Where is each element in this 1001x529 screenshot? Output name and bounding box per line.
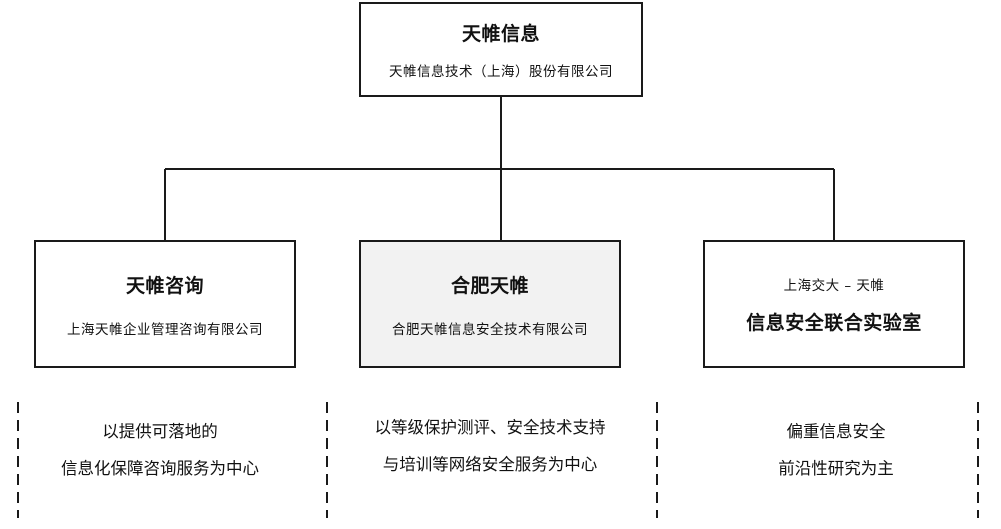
branch-title: 合肥天帷 xyxy=(450,274,529,297)
branch-title: 天帷咨询 xyxy=(125,274,204,297)
description-line: 信息化保障咨询服务为中心 xyxy=(61,459,259,478)
branch-subtitle: 上海交大 – 天帷 xyxy=(783,277,885,294)
branch-subtitle: 合肥天帷信息安全技术有限公司 xyxy=(392,321,588,338)
branch-subtitle: 上海天帷企业管理咨询有限公司 xyxy=(67,321,263,338)
branch-title: 信息安全联合实验室 xyxy=(746,311,922,334)
root-node: 天帷信息 天帷信息技术（上海）股份有限公司 xyxy=(359,2,643,97)
description-line: 前沿性研究为主 xyxy=(778,459,894,478)
description-line: 偏重信息安全 xyxy=(786,422,886,441)
branch-node-hefei: 合肥天帷 合肥天帷信息安全技术有限公司 xyxy=(359,240,621,368)
branch-node-joint-lab: 上海交大 – 天帷 信息安全联合实验室 xyxy=(703,240,965,368)
root-subtitle: 天帷信息技术（上海）股份有限公司 xyxy=(389,64,613,80)
branch-node-consulting: 天帷咨询 上海天帷企业管理咨询有限公司 xyxy=(34,240,296,368)
description-line: 以等级保护测评、安全技术支持 xyxy=(374,418,606,437)
description-line: 以提供可落地的 xyxy=(102,422,218,441)
description-hefei: 以等级保护测评、安全技术支持 与培训等网络安全服务为中心 xyxy=(340,409,640,483)
description-line: 与培训等网络安全服务为中心 xyxy=(382,455,598,474)
root-title: 天帷信息 xyxy=(461,23,540,45)
description-consulting: 以提供可落地的 信息化保障咨询服务为中心 xyxy=(10,413,310,487)
description-joint-lab: 偏重信息安全 前沿性研究为主 xyxy=(686,413,986,487)
